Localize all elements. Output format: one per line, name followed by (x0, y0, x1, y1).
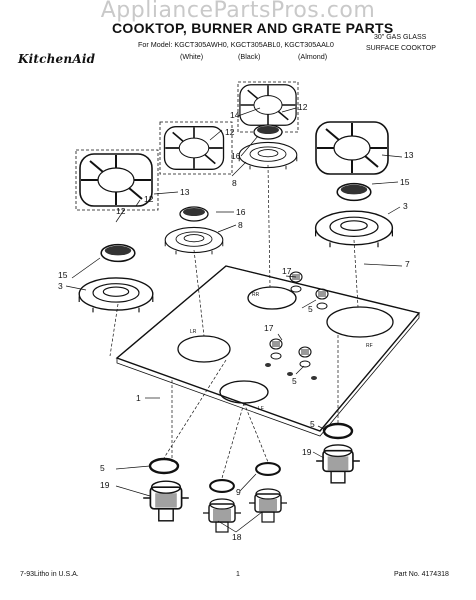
burner-cap-lf (100, 243, 136, 263)
label-lr: LR (190, 329, 197, 335)
knob-17c (269, 338, 283, 350)
callout-numbers: 14 12 12 16 8 13 15 3 7 16 8 13 12 12 15… (58, 102, 414, 542)
callout-5-right: 5 (310, 419, 315, 429)
color-almond: (Almond) (298, 52, 328, 61)
callout-13-rf: 13 (404, 150, 414, 160)
valve-19-left (142, 480, 190, 522)
label-rr: RR (252, 292, 260, 298)
burner-hole-lr (219, 380, 269, 404)
callout-8-rr: 8 (232, 178, 237, 188)
callout-12-lf: 12 (116, 206, 126, 216)
label-rf: RF (366, 343, 373, 349)
cooktop-position-labels: RR LR RF LF (190, 292, 373, 412)
ring-5-right (322, 422, 354, 440)
callout-16-rr: 16 (231, 151, 241, 161)
callout-12-rr: 12 (298, 102, 308, 112)
grate-rear-left (163, 125, 225, 171)
burner-cap-lr (179, 206, 209, 222)
footer-page-number: 1 (236, 571, 240, 578)
ring-5-left (148, 457, 180, 475)
ring-9-left (209, 479, 235, 493)
callout-2-top: 5 (308, 304, 313, 314)
ring-9-right (255, 462, 281, 476)
callout-15-rf: 15 (400, 177, 410, 187)
cooktop-glass (115, 265, 421, 432)
callout-19-right: 19 (302, 447, 312, 457)
model-line: For Model: KGCT305AWH0, KGCT305ABL0, KGC… (138, 40, 334, 49)
callout-7: 7 (405, 259, 410, 269)
callout-19-left: 19 (100, 480, 110, 490)
caption-line-2: SURFACE COOKTOP (366, 45, 436, 52)
callout-8-lr: 8 (238, 220, 243, 230)
color-white: (White) (180, 52, 204, 61)
callout-12-lf2: 12 (144, 194, 154, 204)
callout-3-lf: 3 (58, 281, 63, 291)
grate-right-front (315, 121, 389, 175)
burner-hole-rr (247, 286, 297, 310)
knob-17d (298, 346, 312, 358)
burner-cap-rf (336, 182, 372, 202)
footer-litho: 7-93Litho in U.S.A. (20, 571, 79, 578)
grate-box-lr (159, 121, 233, 175)
leader-lines (65, 107, 403, 533)
grate-left-front (79, 153, 153, 207)
label-lf: LF (258, 406, 264, 412)
callout-3-rf: 3 (403, 201, 408, 211)
assembly-lines (109, 164, 359, 479)
burner-hole-lf (177, 335, 231, 363)
callout-12-lr: 12 (225, 127, 235, 137)
page-title: COOKTOP, BURNER AND GRATE PARTS (112, 20, 394, 36)
burner-cap-rr (253, 124, 283, 140)
burner-hole-rf (326, 306, 394, 338)
callout-17-mid: 17 (264, 323, 274, 333)
callout-1: 1 (136, 393, 141, 403)
color-black: (Black) (238, 52, 261, 61)
callout-14: 14 (230, 110, 240, 120)
callout-13-lf: 13 (180, 187, 190, 197)
callout-15-lf: 15 (58, 270, 68, 280)
callout-16-lr: 16 (236, 207, 246, 217)
callout-17-top: 17 (282, 266, 292, 276)
brand-logo: KitchenAid (18, 52, 96, 66)
knob-17b (315, 288, 329, 300)
valve-18-left (202, 498, 242, 533)
callout-5-left: 5 (100, 463, 105, 473)
caption-line-1: 30" GAS GLASS (374, 34, 427, 41)
callout-2-bottom: 5 (292, 376, 297, 386)
callout-18: 18 (232, 532, 242, 542)
valve-18-right (248, 488, 288, 523)
burner-head-lf (78, 277, 154, 314)
footer-part-number: Part No. 4174318 (394, 571, 449, 578)
grate-rear-right (239, 83, 297, 127)
valve-19-right (315, 444, 361, 484)
grate-box-lf (75, 149, 159, 211)
callout-9: 9 (236, 487, 241, 497)
watermark: AppliancePartsPros.com (100, 0, 376, 23)
